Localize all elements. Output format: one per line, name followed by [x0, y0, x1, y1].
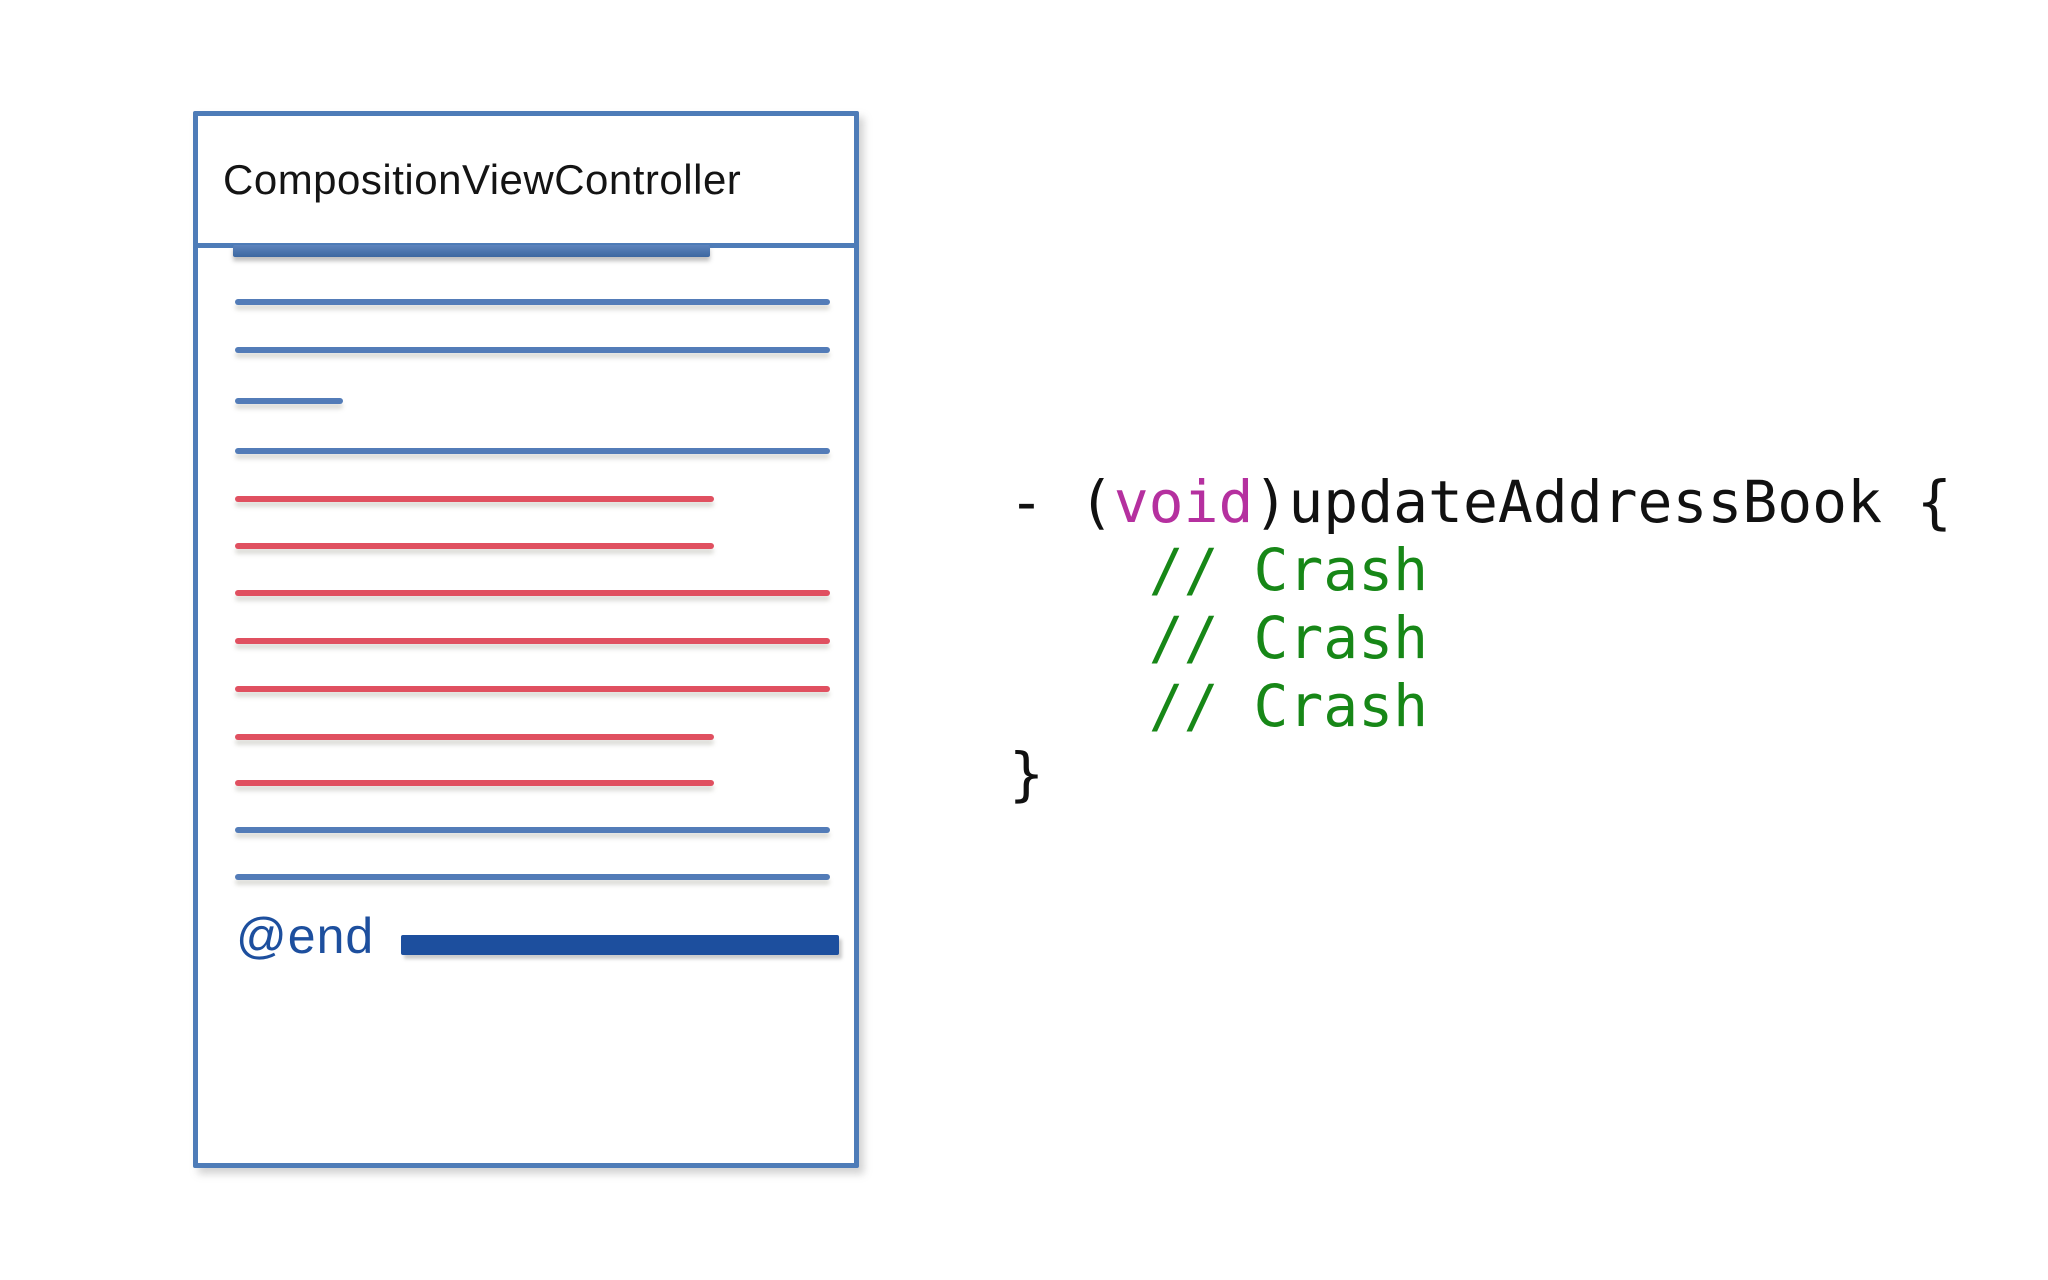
- redacted-code-line: [233, 245, 710, 257]
- redacted-code-line: [235, 398, 343, 404]
- redacted-code-line: [235, 496, 714, 502]
- code-line: - (void)updateAddressBook {: [1009, 468, 1952, 536]
- redacted-code-line: [235, 734, 714, 740]
- code-token-plain: [1009, 604, 1149, 672]
- code-token-plain: [1009, 536, 1149, 604]
- redacted-code-line: [235, 638, 830, 644]
- class-diagram-box: CompositionViewController @end: [193, 111, 859, 1168]
- code-token-keyword: void: [1113, 468, 1254, 536]
- redacted-code-line: [235, 543, 714, 549]
- redacted-code-line: [235, 874, 830, 880]
- class-title: CompositionViewController: [198, 116, 854, 248]
- redacted-code-line: [235, 827, 830, 833]
- code-token-plain: - (: [1009, 468, 1114, 536]
- code-token-comment: // Crash: [1148, 604, 1429, 672]
- code-line: // Crash: [1009, 672, 1952, 740]
- redacted-code-line: [235, 780, 714, 786]
- code-snippet: - (void)updateAddressBook { // Crash // …: [1009, 468, 1952, 808]
- end-bar: [401, 935, 839, 955]
- redacted-code-line: [235, 448, 830, 454]
- code-token-plain: }: [1009, 740, 1044, 808]
- code-line: // Crash: [1009, 604, 1952, 672]
- redacted-code-line: [235, 299, 830, 305]
- code-token-comment: // Crash: [1148, 536, 1429, 604]
- code-token-comment: // Crash: [1148, 672, 1429, 740]
- redacted-code-line: [235, 347, 830, 353]
- end-label: @end: [236, 908, 375, 964]
- code-token-plain: )updateAddressBook {: [1253, 468, 1952, 536]
- code-line: // Crash: [1009, 536, 1952, 604]
- redacted-code-line: [235, 686, 830, 692]
- code-line: }: [1009, 740, 1952, 808]
- code-token-plain: [1009, 672, 1149, 740]
- redacted-code-line: [235, 590, 830, 596]
